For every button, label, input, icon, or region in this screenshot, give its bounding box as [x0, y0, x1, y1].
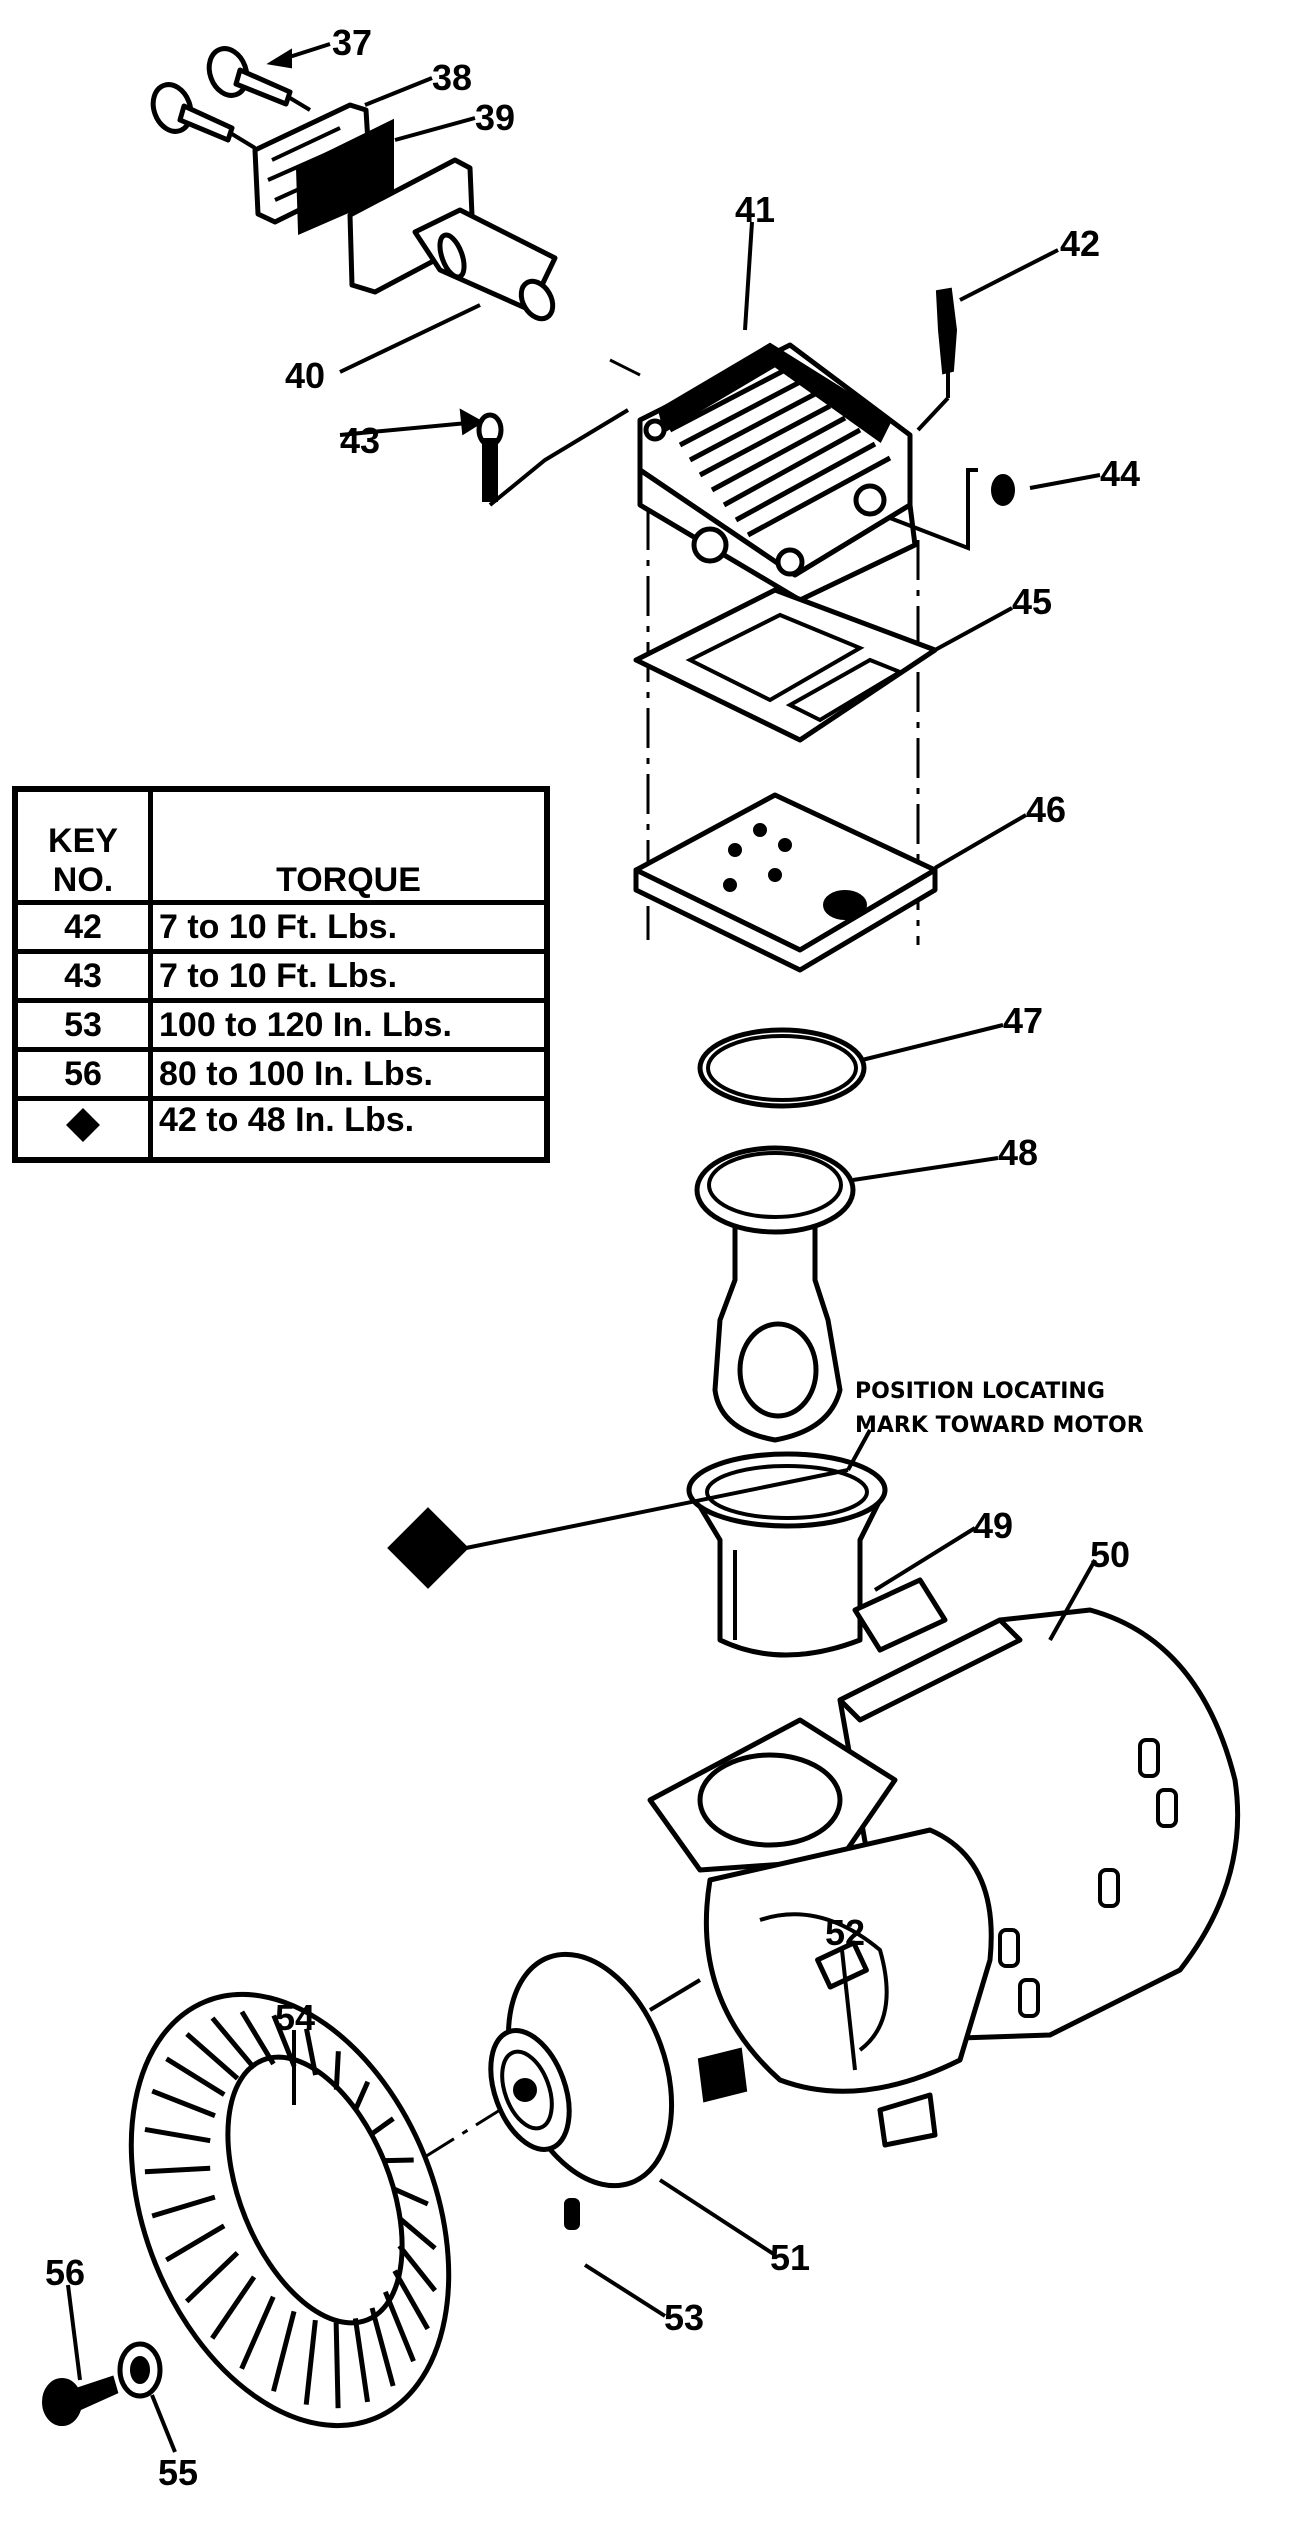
fan-fin	[369, 2307, 396, 2387]
fan-fin	[352, 2318, 371, 2403]
fan-fin	[165, 2056, 226, 2097]
table-row: 53 100 to 120 In. Lbs.	[12, 998, 550, 1052]
label-56: 56	[45, 2252, 85, 2293]
fan-fin	[239, 2295, 276, 2370]
fan-fin	[184, 2251, 240, 2304]
part-42-fitting	[916, 287, 958, 432]
label-55: 55	[158, 2452, 198, 2493]
label-52: 52	[825, 1912, 865, 1953]
part-44-nut	[889, 468, 1015, 551]
header-torque: TORQUE	[148, 786, 550, 905]
label-53: 53	[664, 2297, 704, 2338]
part-40-filter	[347, 157, 558, 322]
label-50: 50	[1090, 1534, 1130, 1575]
fan-fin	[393, 2187, 429, 2207]
header-key-line1: KEY	[48, 822, 118, 860]
part-41-cylinder-head	[637, 342, 918, 603]
label-46: 46	[1026, 789, 1066, 830]
table-row: 56 80 to 100 In. Lbs.	[12, 1047, 550, 1101]
fan-fin	[165, 2223, 226, 2263]
label-54: 54	[275, 1997, 315, 2038]
fan-fin	[397, 2244, 438, 2293]
fan-fin	[271, 2014, 297, 2068]
row-torque: 7 to 10 Ft. Lbs.	[148, 900, 550, 954]
table-row: 42 to 48 In. Lbs.	[12, 1096, 550, 1163]
fan-fin	[151, 2088, 216, 2119]
fan-fin	[151, 2194, 216, 2219]
part-55-washer	[117, 2341, 163, 2399]
part-38-39-plate	[252, 102, 394, 236]
label-40: 40	[285, 355, 325, 396]
fan-fin	[392, 2269, 430, 2331]
label-39: 39	[475, 97, 515, 138]
table-row: 43 7 to 10 Ft. Lbs.	[12, 949, 550, 1003]
note-line-1: POSITION LOCATING	[855, 1379, 1105, 1404]
note-pointer	[387, 1429, 872, 1589]
row-key: 56	[12, 1047, 153, 1101]
label-41: 41	[735, 189, 775, 230]
label-37: 37	[332, 22, 372, 63]
table-row: 42 7 to 10 Ft. Lbs.	[12, 900, 550, 954]
fan-fin	[333, 2322, 341, 2409]
part-56-screw	[42, 2375, 119, 2426]
part-47-o-ring	[697, 1027, 867, 1109]
fan-fin	[397, 2216, 437, 2251]
label-38: 38	[432, 57, 472, 98]
row-torque: 42 to 48 In. Lbs.	[148, 1096, 550, 1163]
diamond-icon	[387, 1507, 469, 1589]
row-torque: 80 to 100 In. Lbs.	[148, 1047, 550, 1101]
label-43: 43	[340, 420, 380, 461]
fan-fin	[239, 2010, 276, 2066]
diamond-icon	[66, 1108, 100, 1142]
part-labels: 37 38 39 40 41 42 43 44 45 46 47 48 49 5…	[45, 22, 1140, 2493]
locating-mark-note: POSITION LOCATING MARK TOWARD MOTOR	[855, 1379, 1144, 1438]
fan-fin	[144, 2126, 211, 2144]
row-key: 53	[12, 998, 153, 1052]
label-47: 47	[1003, 1000, 1043, 1041]
part-50-motor	[647, 1577, 1241, 2148]
header-key-no: KEY NO.	[12, 786, 153, 905]
label-51: 51	[770, 2237, 810, 2278]
part-54-fan	[128, 1991, 452, 2429]
note-line-2: MARK TOWARD MOTOR	[855, 1413, 1144, 1438]
label-44: 44	[1100, 453, 1140, 494]
label-49: 49	[973, 1505, 1013, 1546]
fan-fin	[210, 2275, 257, 2340]
leader-lines	[66, 42, 1101, 2453]
fan-fin	[353, 2080, 371, 2111]
fan-fin	[385, 2157, 414, 2164]
fan-fin	[144, 2165, 211, 2175]
label-45: 45	[1012, 581, 1052, 622]
part-46-valve-plate	[633, 792, 938, 973]
part-48-connecting-rod	[694, 1145, 856, 1443]
part-53-set-screw	[564, 2198, 580, 2230]
fan-fin	[271, 2310, 297, 2392]
torque-table: KEY NO. TORQUE 42 7 to 10 Ft. Lbs. 43 7 …	[12, 786, 550, 1163]
part-43-bolt	[476, 408, 630, 507]
row-torque: 100 to 120 In. Lbs.	[148, 998, 550, 1052]
fan-fin	[383, 2290, 416, 2363]
fan-fin	[304, 2028, 319, 2076]
label-48: 48	[998, 1132, 1038, 1173]
fan-fin	[303, 2319, 318, 2405]
fan-fin	[333, 2051, 341, 2090]
torque-table-header: KEY NO. TORQUE	[12, 786, 550, 905]
part-37-screws	[150, 46, 312, 150]
fan-fin	[185, 2032, 240, 2081]
fan-fin	[210, 2016, 257, 2070]
part-45-gasket	[633, 587, 938, 743]
row-key	[12, 1096, 153, 1163]
part-51-52-eccentric	[419, 1951, 702, 2189]
row-key: 43	[12, 949, 153, 1003]
label-42: 42	[1060, 223, 1100, 264]
row-key: 42	[12, 900, 153, 954]
fan-fin	[370, 2116, 395, 2136]
header-key-line2: NO.	[52, 861, 114, 899]
row-torque: 7 to 10 Ft. Lbs.	[148, 949, 550, 1003]
